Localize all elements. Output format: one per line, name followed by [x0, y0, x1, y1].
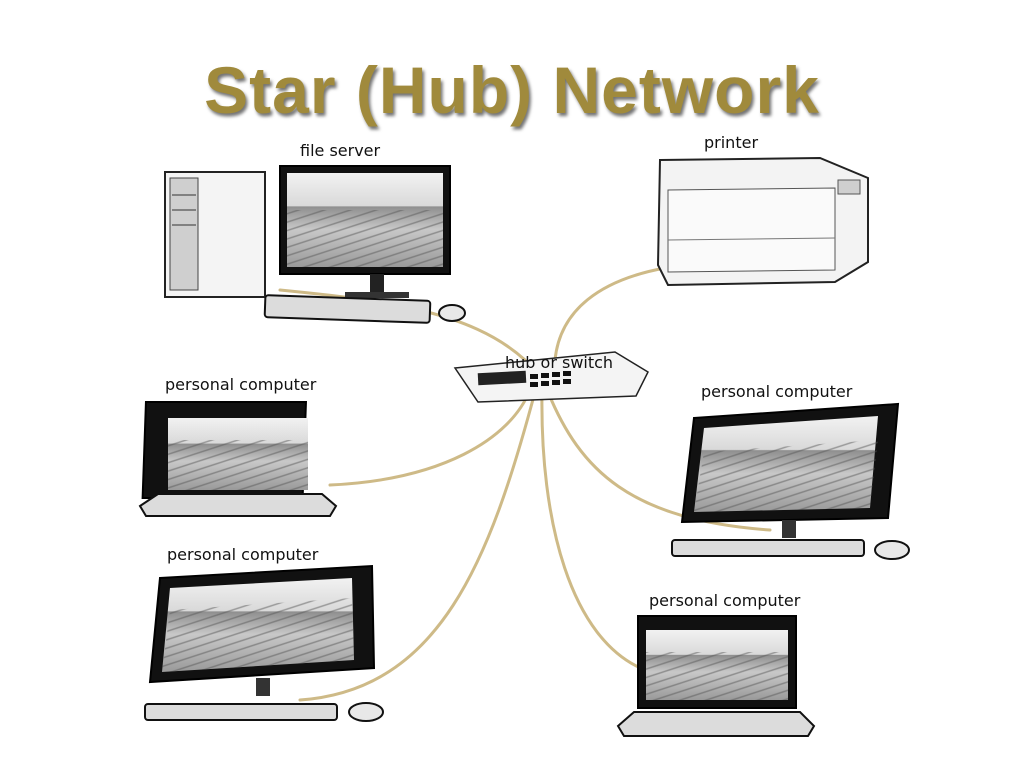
cables	[278, 266, 772, 702]
pc-right-bottom-label: personal computer	[649, 591, 801, 610]
cable-printer	[553, 266, 667, 362]
cable-pc-left-top	[328, 388, 532, 487]
hub-device	[453, 351, 649, 403]
pc-left-bottom-device	[144, 564, 384, 722]
pc-left-top-label: personal computer	[165, 375, 317, 394]
printer-label: printer	[704, 133, 759, 152]
printer-device	[656, 156, 869, 287]
cable-pc-left-bottom	[298, 390, 537, 702]
pc-right-top-mouse	[874, 540, 910, 560]
server-keyboard	[263, 294, 432, 324]
pc-left-bottom-keyboard	[144, 703, 338, 721]
cable-pc-right-bottom	[540, 390, 647, 672]
pc-right-top-keyboard	[671, 539, 865, 557]
pc-right-top-label: personal computer	[701, 382, 853, 401]
file-server-label: file server	[300, 141, 381, 160]
hub-label: hub or switch	[505, 353, 614, 372]
pc-right-bottom-device	[616, 615, 816, 737]
slide-title: Star (Hub) Network	[204, 53, 820, 127]
server-mouse	[438, 304, 466, 322]
pc-left-bottom-mouse	[348, 702, 384, 722]
pc-left-bottom-label: personal computer	[167, 545, 319, 564]
pc-left-top-device	[138, 401, 338, 517]
file-server-device	[164, 165, 466, 324]
pc-right-top-device	[671, 402, 910, 560]
cable-pc-right-top	[546, 390, 772, 532]
